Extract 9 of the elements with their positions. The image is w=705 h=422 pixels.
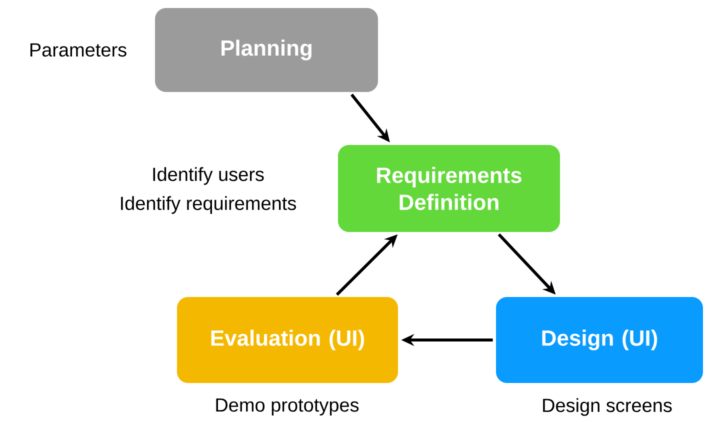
process-box: Requirements Definition bbox=[338, 145, 560, 232]
process-box: Evaluation (UI) bbox=[177, 297, 398, 383]
side-note: Parameters bbox=[30, 43, 126, 57]
side-note: Identify requirements bbox=[121, 196, 296, 214]
process-box: Planning bbox=[155, 8, 378, 92]
process-box: Design (UI) bbox=[496, 297, 703, 383]
side-note: Design screens bbox=[543, 398, 672, 416]
side-note: Identify users bbox=[153, 167, 264, 185]
side-note: Demo prototypes bbox=[216, 398, 359, 416]
